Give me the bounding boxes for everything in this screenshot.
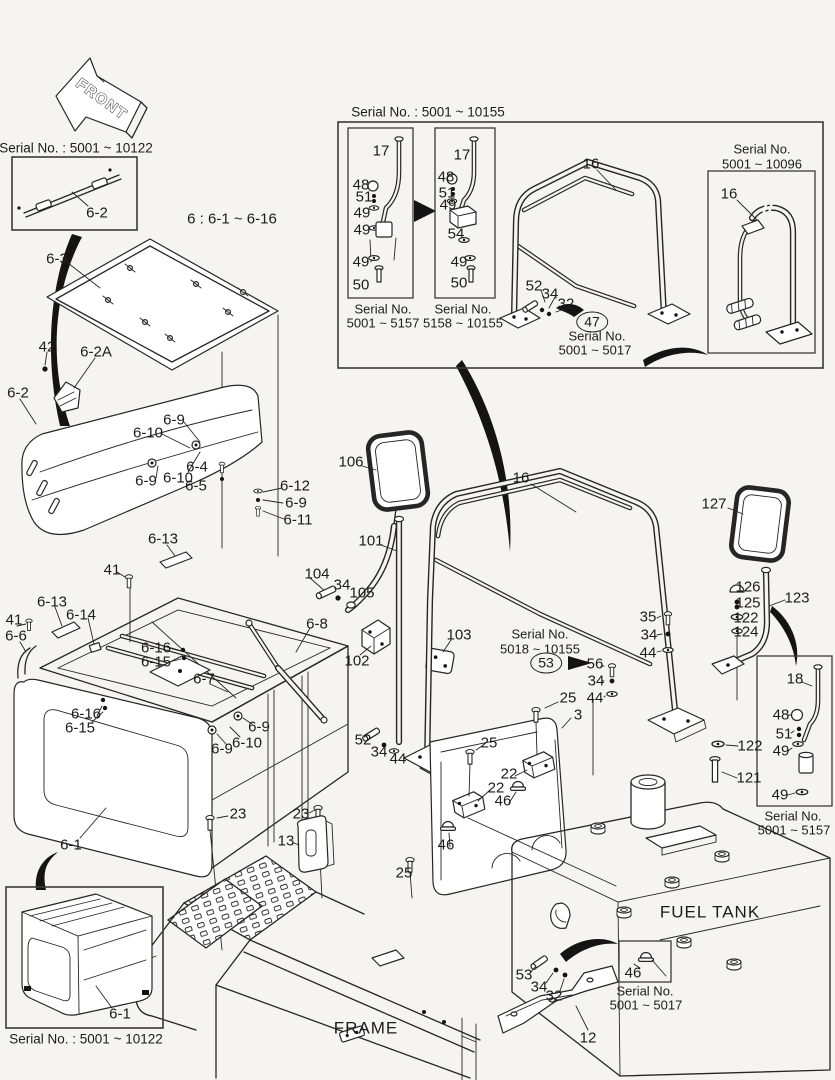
canopy-roof [19,351,285,569]
rear-panel [405,701,572,899]
serial-box-topleft [11,156,138,231]
serial-box-bottomleft [5,886,164,1029]
bracket-12 [497,955,619,1034]
serial-box-46 [618,940,672,983]
front-arrow: FRONT [55,57,148,139]
canopy-frame [13,571,349,951]
arrow-right-icon [414,200,436,222]
left-mirror-assembly [315,430,468,789]
frame-assembly [131,815,481,1080]
serial-box-top [337,121,824,369]
right-mirror-assembly [709,485,791,783]
arrow-right-icon [568,656,592,670]
headliner-panel [46,238,279,557]
fuel-tank [467,699,831,1077]
serial-box-right [756,655,833,807]
